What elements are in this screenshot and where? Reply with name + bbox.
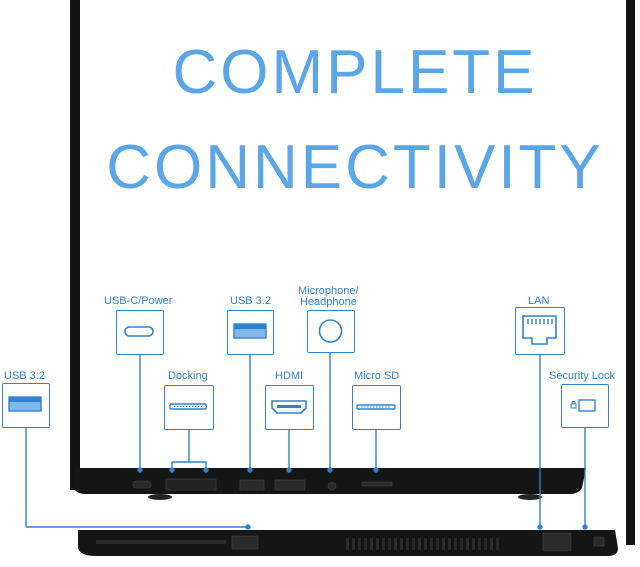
mic-headphone-label-1: Microphone/ xyxy=(298,285,359,297)
usbc-port-icon xyxy=(116,310,164,355)
micro-sd-label: Micro SD xyxy=(354,370,400,382)
docking-port-icon xyxy=(164,385,214,430)
docking-label: Docking xyxy=(168,370,208,382)
micro-sd-slot-icon xyxy=(352,385,401,430)
ethernet-port-icon xyxy=(515,307,565,355)
usb-left-port-icon xyxy=(2,383,50,428)
usb-top-port-icon xyxy=(227,310,274,355)
hdmi-label: HDMI xyxy=(275,370,304,382)
usb-left-label: USB 3.2 xyxy=(4,370,45,382)
security-lock-slot-icon xyxy=(561,384,609,428)
audio-jack-icon xyxy=(307,310,355,353)
usbc-power-label: USB-C/Power xyxy=(104,295,173,307)
usb-top-label: USB 3.2 xyxy=(230,295,271,307)
headline-line-2: CONNECTIVITY xyxy=(106,133,604,202)
hdmi-port-icon xyxy=(265,385,314,430)
mic-headphone-label-2: Headphone xyxy=(300,296,357,308)
security-lock-label: Security Lock xyxy=(549,370,616,382)
lan-label: LAN xyxy=(528,295,550,307)
headline-line-1: COMPLETE xyxy=(172,38,538,107)
